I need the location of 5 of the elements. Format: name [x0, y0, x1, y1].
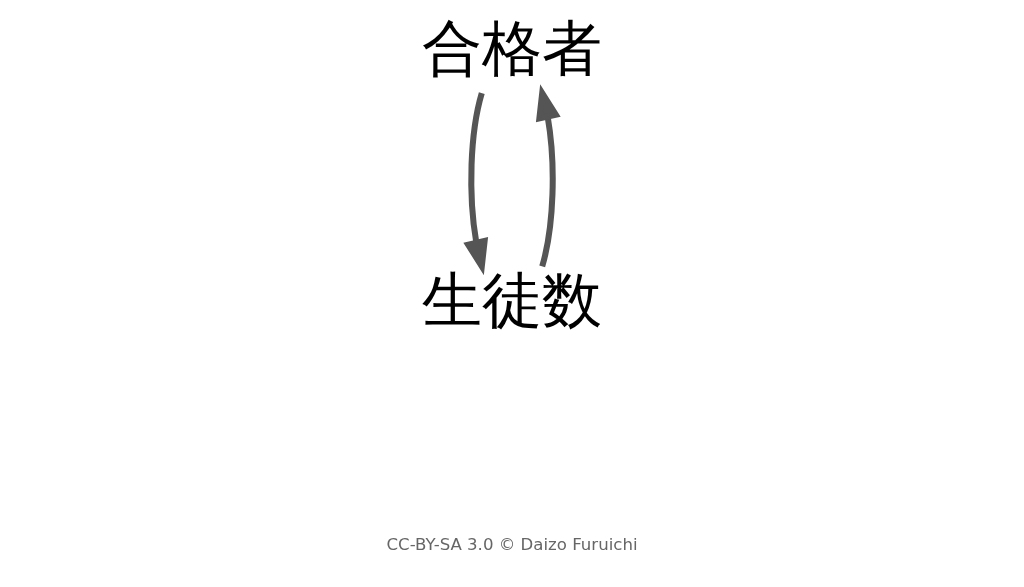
node-text: 合格者: [422, 12, 602, 83]
label: CC-BY-SA 3.0 © Daizo Furuichi: [386, 534, 638, 554]
arrow: [535, 84, 561, 268]
arrow: [463, 92, 489, 276]
node-text: 生徒数: [422, 264, 602, 335]
